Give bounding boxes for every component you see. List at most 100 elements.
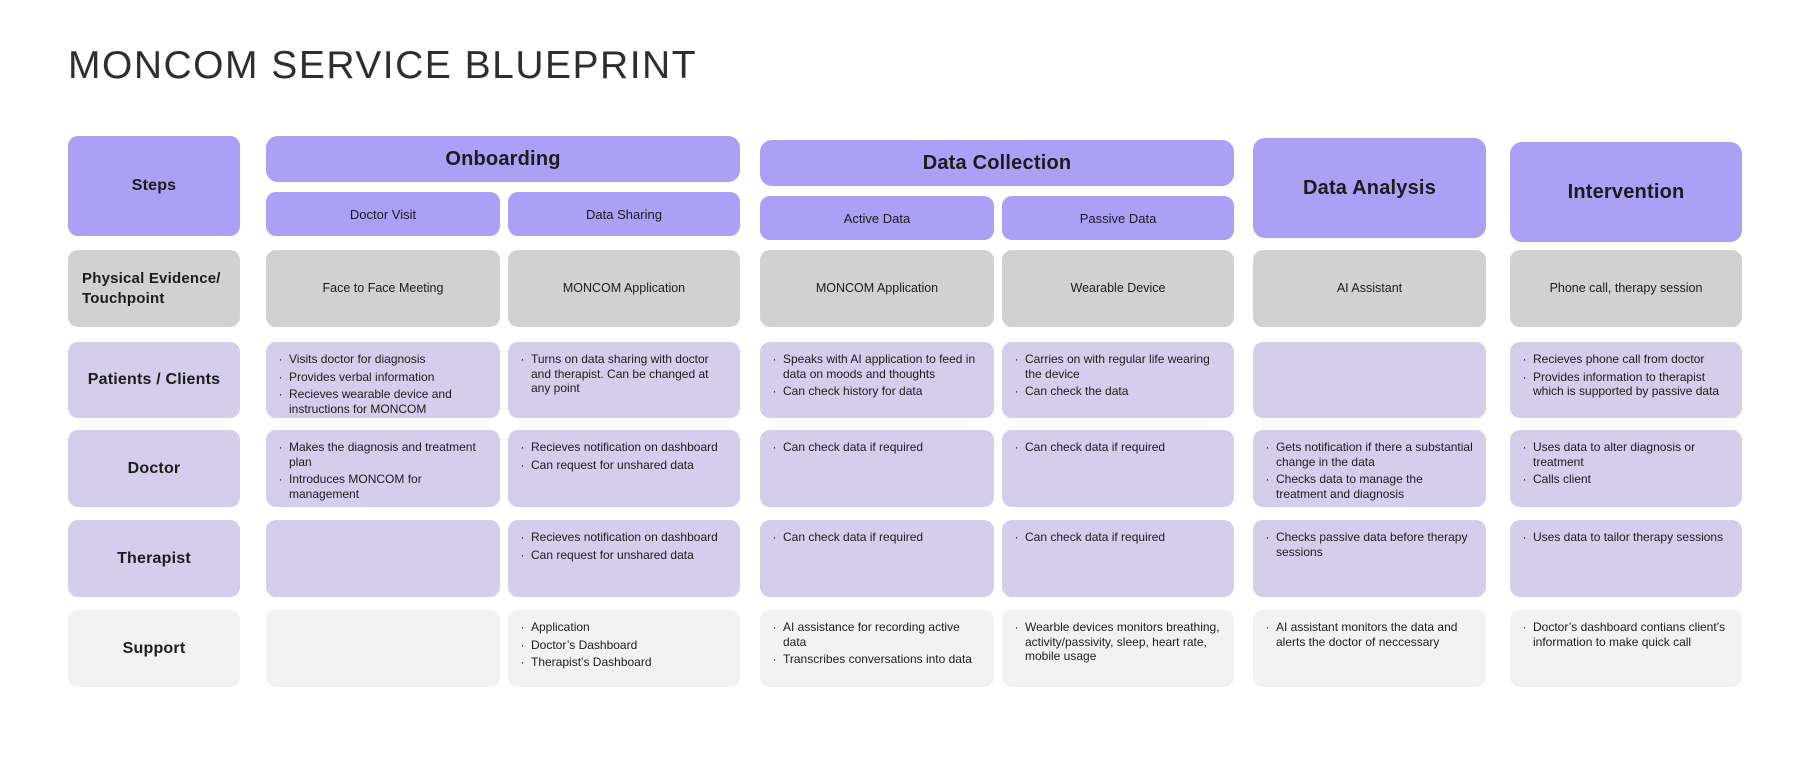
bullet-text: Speaks with AI application to feed in da… (783, 352, 976, 381)
bullet-item: ·Makes the diagnosis and treatment plan (276, 440, 490, 469)
bullet-text: Transcribes conversations into data (783, 652, 972, 667)
bullet-dot: · (1014, 352, 1019, 366)
bullet-text: Gets notification if there a substantial… (1276, 440, 1473, 469)
cell-support-passive-data: · Wearble devices monitors breathing, act… (1002, 610, 1234, 687)
bullet-dot: · (1265, 472, 1270, 487)
bullet-text: Provides information to therapist which … (1533, 369, 1720, 399)
bullet-item: · Checks passive data before therapy sess… (1263, 530, 1476, 559)
group-header-intervention: Intervention (1510, 142, 1742, 242)
bullet-item: ·AI assistance for recording active data (770, 620, 984, 649)
bullet-item: · Uses data to alter diagnosis or treatme… (1520, 440, 1732, 469)
cell-patients-clients-doctor-visit: · Visits doctor for diagnosis · Provides ve… (266, 342, 500, 418)
bullet-dot: · (278, 352, 283, 366)
cell-physical-evidence-touchpoint-data-analysis: AI Assistant (1253, 250, 1486, 327)
bullet-item: ·Can check data if required (1012, 440, 1224, 455)
cell-patients-clients-active-data: · Speaks with AI application to feed in d… (760, 342, 994, 418)
bullet-text: Doctor’s dashboard contians client’s inf… (1533, 620, 1726, 649)
bullet-dot: · (1522, 620, 1527, 634)
cell-physical-evidence-touchpoint-data-sharing: MONCOM Application (508, 250, 740, 327)
cell-therapist-active-data: ·Can check data if required (760, 520, 994, 597)
bullet-item: · Provides information to therapist which… (1520, 370, 1732, 399)
bullet-dot: · (1522, 440, 1527, 454)
bullet-text: Recieves notification on dashboard (531, 530, 718, 544)
bullet-text: Can check the data (1025, 384, 1129, 399)
bullet-text: Recieves notification on dashboard (531, 440, 718, 454)
cell-patients-clients-intervention: ·Recieves phone call from doctor·Provide… (1510, 342, 1742, 418)
cell-therapist-passive-data: ·Can check data if required (1002, 520, 1234, 597)
bullet-dot: · (1265, 530, 1270, 544)
bullet-dot: · (278, 387, 283, 402)
cell-patients-clients-data-analysis (1253, 342, 1486, 418)
bullet-dot: · (520, 547, 525, 562)
cell-physical-evidence-touchpoint-passive-data: Wearable Device (1002, 250, 1234, 327)
bullet-dot: · (278, 369, 283, 384)
cell-physical-evidence-touchpoint-active-data: MONCOM Application (760, 250, 994, 327)
bullet-dot: · (520, 457, 525, 472)
bullet-item: ·Gets notification if there a substantia… (1263, 440, 1476, 469)
bullet-item: ·Can check data if required (1012, 530, 1224, 545)
cell-support-data-sharing: ·Application·Doctor’s Dashboard·Therapis… (508, 610, 740, 687)
bullet-item: ·Can check history for data (770, 384, 984, 399)
bullet-text: Carries on with regular life wearing the… (1025, 352, 1210, 381)
bullet-dot: · (1522, 472, 1527, 487)
bullet-text: Wearble devices monitors breathing, acti… (1025, 620, 1220, 664)
bullet-item: · Visits doctor for diagnosis (276, 352, 490, 367)
subcolumn-header-label: Active Data (843, 210, 911, 226)
bullet-item: · Wearble devices monitors breathing, act… (1012, 620, 1224, 664)
bullet-item: ·AI assistant monitors the data and aler… (1263, 620, 1476, 649)
bullet-text: Uses data to alter diagnosis or treatmen… (1533, 440, 1696, 469)
steps-header: Steps (68, 136, 240, 236)
bullet-item: ·Introduces MONCOM for management (276, 472, 490, 501)
bullet-text: Visits doctor for diagnosis (289, 352, 426, 366)
bullet-text: AI assistant monitors the data and alert… (1276, 620, 1458, 649)
row-label-text: Physical Evidence/ Touchpoint (82, 270, 221, 307)
cell-text: Phone call, therapy session (1549, 281, 1703, 296)
bullet-text: Can check data if required (783, 440, 924, 454)
group-header-data-analysis: Data Analysis (1253, 138, 1486, 238)
cell-patients-clients-passive-data: · Carries on with regular life wearing th… (1002, 342, 1234, 418)
cell-text: Face to Face Meeting (322, 281, 444, 296)
bullet-text: Turns on data sharing with doctor and th… (531, 352, 709, 396)
bullet-item: ·Recieves phone call from doctor (1520, 352, 1732, 367)
bullet-dot: · (1014, 620, 1019, 634)
bullet-dot: · (772, 530, 777, 544)
bullet-dot: · (772, 652, 777, 667)
group-header-label: Onboarding (445, 147, 561, 170)
bullet-dot: · (772, 440, 777, 454)
group-header-data-collection: Data Collection (760, 140, 1234, 186)
subcolumn-header-label: Passive Data (1079, 210, 1157, 226)
bullet-dot: · (1014, 384, 1019, 399)
bullet-item: ·Recieves notification on dashboard (518, 440, 730, 455)
cell-doctor-data-analysis: · Gets notification if there a substantia… (1253, 430, 1486, 507)
subcolumn-header-passive-data: Passive Data (1002, 196, 1234, 240)
row-label-text: Doctor (127, 459, 181, 477)
bullet-text: Makes the diagnosis and treatment plan (289, 440, 476, 469)
row-label-text: Support (122, 639, 186, 657)
bullet-dot: · (1522, 352, 1527, 366)
cell-doctor-data-sharing: ·Recieves notification on dashboard·Can … (508, 430, 740, 507)
subcolumn-header-data-sharing: Data Sharing (508, 192, 740, 236)
group-header-label: Data Collection (922, 151, 1072, 174)
group-header-label: Data Analysis (1302, 176, 1437, 199)
bullet-text: Calls client (1533, 472, 1592, 487)
bullet-item: · Doctor’s dashboard contians client’s in… (1520, 620, 1732, 649)
bullet-text: Recieves wearable device and instruction… (289, 387, 452, 416)
bullet-item: · Provides verbal information (276, 370, 490, 385)
group-header-onboarding: Onboarding (266, 136, 740, 182)
bullet-dot: · (772, 384, 777, 399)
bullet-dot: · (772, 352, 777, 366)
cell-support-doctor-visit (266, 610, 500, 687)
row-label-support: Support (68, 610, 240, 687)
cell-doctor-doctor-visit: ·Makes the diagnosis and treatment plan ·… (266, 430, 500, 507)
row-label-therapist: Therapist (68, 520, 240, 597)
bullet-text: Checks passive data before therapy sessi… (1276, 530, 1468, 559)
cell-doctor-intervention: · Uses data to alter diagnosis or treatme… (1510, 430, 1742, 507)
bullet-dot: · (1522, 369, 1527, 384)
bullet-item: · Can check data if required (770, 440, 984, 455)
cell-therapist-doctor-visit (266, 520, 500, 597)
cell-therapist-data-sharing: ·Recieves notification on dashboard·Can … (508, 520, 740, 597)
bullet-dot: · (772, 620, 777, 634)
bullet-text: Provides verbal information (289, 369, 435, 384)
